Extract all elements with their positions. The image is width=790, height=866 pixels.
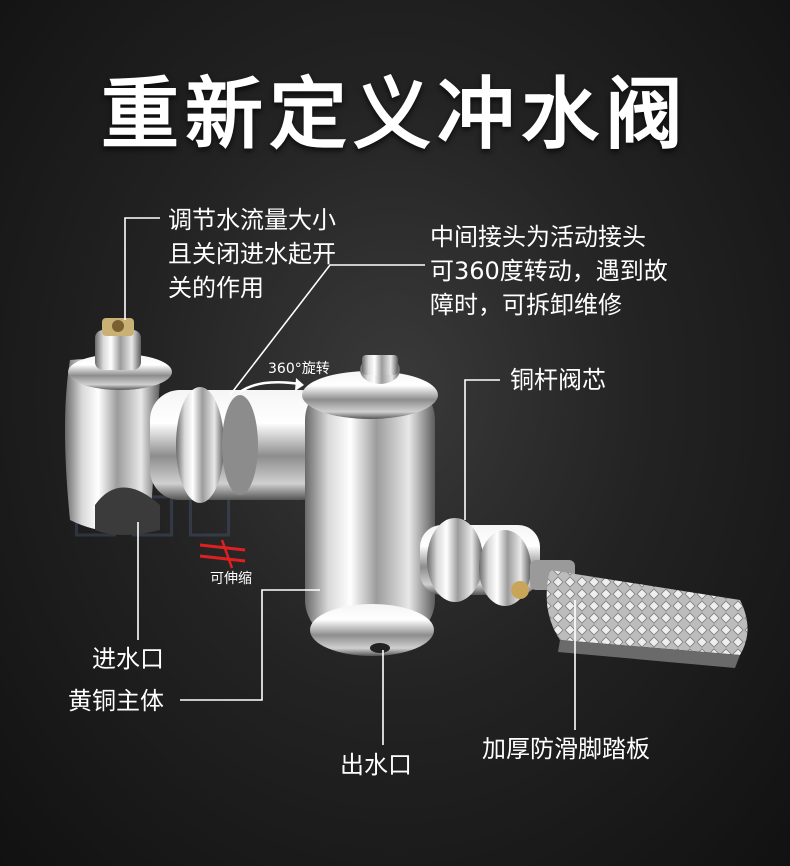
label-inlet: 进水口 xyxy=(92,645,164,673)
rotate-arrow-icon xyxy=(239,378,304,394)
brass-main-body xyxy=(302,355,438,656)
label-middle-joint: 中间接头为活动接头 可360度转动，遇到故 障时，可拆卸维修 xyxy=(430,223,668,319)
annotation-rotate: 360°旋转 xyxy=(268,361,330,377)
annotation-extend: 可伸缩 xyxy=(210,571,252,587)
copper-rod-core xyxy=(420,518,575,606)
anti-slip-pedal xyxy=(546,570,748,668)
extend-arrow-icon xyxy=(199,539,246,569)
middle-joint xyxy=(150,387,330,503)
label-adjust-flow: 调节水流量大小 且关闭进水起开 关的作用 xyxy=(168,206,336,302)
callout-lines xyxy=(124,217,576,745)
page-title: 重新定义冲水阀 xyxy=(100,70,689,160)
label-copper-core: 铜杆阀芯 xyxy=(510,366,606,394)
label-outlet: 出水口 xyxy=(340,751,412,779)
label-pedal: 加厚防滑脚踏板 xyxy=(482,735,650,763)
inlet-housing xyxy=(65,318,172,535)
label-brass-body: 黄铜主体 xyxy=(68,687,164,715)
